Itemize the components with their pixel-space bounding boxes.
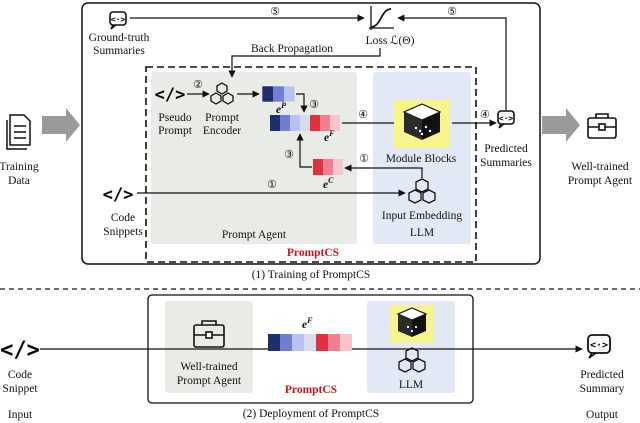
ec-vector [313, 159, 343, 175]
step-1-a: ① [359, 153, 369, 165]
promptcs-label-deploy: PromptCS [285, 384, 337, 396]
deploy-ef-vector [268, 334, 352, 351]
step-2-a: ② [193, 79, 203, 91]
predicted-label-1: Predicted [484, 143, 528, 155]
input-embedding-label: Input Embedding [382, 210, 462, 222]
arrow-ep-to-ef [296, 93, 308, 113]
prompt-encoder-label-1: Prompt [205, 112, 240, 124]
deploy-predicted-label-2: Summary [580, 383, 625, 395]
input-embedding-icon [408, 178, 436, 204]
module-blocks-icon [394, 100, 450, 148]
ep-vector [261, 85, 296, 103]
training-data-icon [6, 114, 31, 150]
module-blocks-label: Module Blocks [386, 153, 457, 165]
pseudo-prompt-label-2: Prompt [158, 125, 193, 137]
deploy-toolbox-icon [193, 320, 225, 348]
ground-truth-label-1: Ground-truth [89, 32, 150, 44]
deploy-llm-label: LLM [399, 379, 423, 391]
deploy-code-label-2: Snippet [2, 383, 38, 395]
deployment-caption: (2) Deployment of PromptCS [243, 408, 379, 420]
deploy-ef-label: eF [302, 316, 313, 331]
deploy-module-icon [390, 305, 434, 343]
code-snippets-icon: </> [103, 185, 134, 205]
output-label: Output [586, 409, 619, 421]
training-data-label-2: Data [8, 175, 30, 187]
training-panel [81, 2, 541, 265]
deploy-predicted-label-1: Predicted [580, 369, 624, 381]
training-data-label-1: Training [0, 161, 39, 173]
well-trained-label-1: Well-trained [571, 161, 628, 173]
ef-vector [270, 115, 340, 131]
ec-label: eC [323, 176, 334, 191]
step-1-b: ① [267, 179, 277, 191]
pseudo-prompt-label-1: Pseudo [158, 112, 191, 124]
loss-sigmoid-icon [369, 6, 394, 30]
predicted-label-2: Summaries [480, 157, 532, 169]
ground-truth-label-2: Summaries [93, 45, 145, 57]
step-4-a: ④ [358, 109, 368, 121]
back-propagation-label: Back Propagation [251, 43, 333, 55]
arrow-well-trained-out [542, 108, 580, 142]
step-5-left: ⑤ [270, 6, 280, 18]
promptcs-dashed-frame [145, 66, 477, 263]
deploy-well-trained-label-1: Well-trained [180, 361, 237, 373]
step-3-b: ③ [284, 149, 294, 161]
ef-label: eF [324, 129, 335, 144]
deploy-code-icon: </> [0, 338, 40, 363]
prompt-encoder-icon [210, 82, 234, 105]
ep-label: eP [276, 101, 286, 116]
deploy-llm-hex-icon [398, 347, 426, 373]
prompt-agent-label: Prompt Agent [222, 229, 287, 241]
step-5-right: ⑤ [447, 6, 457, 18]
predicted-summaries-icon: <·> [497, 110, 515, 129]
promptcs-label-training: PromptCS [287, 247, 339, 259]
code-snippets-label-1: Code [111, 212, 135, 224]
input-label: Input [8, 409, 33, 421]
loss-label: Loss ℒ(Θ) [366, 35, 415, 47]
toolbox-icon [587, 113, 617, 139]
llm-label: LLM [410, 227, 434, 239]
step-4-b: ④ [480, 109, 490, 121]
training-caption: (1) Training of PromptCS [252, 269, 371, 281]
ground-truth-icon: <·> [109, 11, 127, 30]
prompt-encoder-label-2: Encoder [203, 125, 241, 137]
svg-text:<·>: <·> [111, 15, 126, 24]
svg-text:<·>: <·> [499, 114, 514, 123]
arrow-pred-to-loss [397, 14, 507, 110]
deploy-code-label-1: Code [8, 369, 32, 381]
arrow-embedding-to-ec [344, 164, 423, 178]
deploy-predicted-icon: <·> [587, 334, 611, 359]
well-trained-label-2: Prompt Agent [568, 175, 633, 187]
code-snippets-label-2: Snippets [103, 226, 143, 238]
arrow-ec-to-ef [296, 133, 312, 168]
step-3-a: ③ [309, 99, 319, 111]
svg-text:<·>: <·> [590, 340, 608, 351]
arrow-back-propagation [228, 48, 381, 78]
arrow-training-data-in [42, 108, 80, 142]
deploy-well-trained-label-2: Prompt Agent [177, 375, 242, 387]
code-icon: </> [155, 85, 186, 105]
